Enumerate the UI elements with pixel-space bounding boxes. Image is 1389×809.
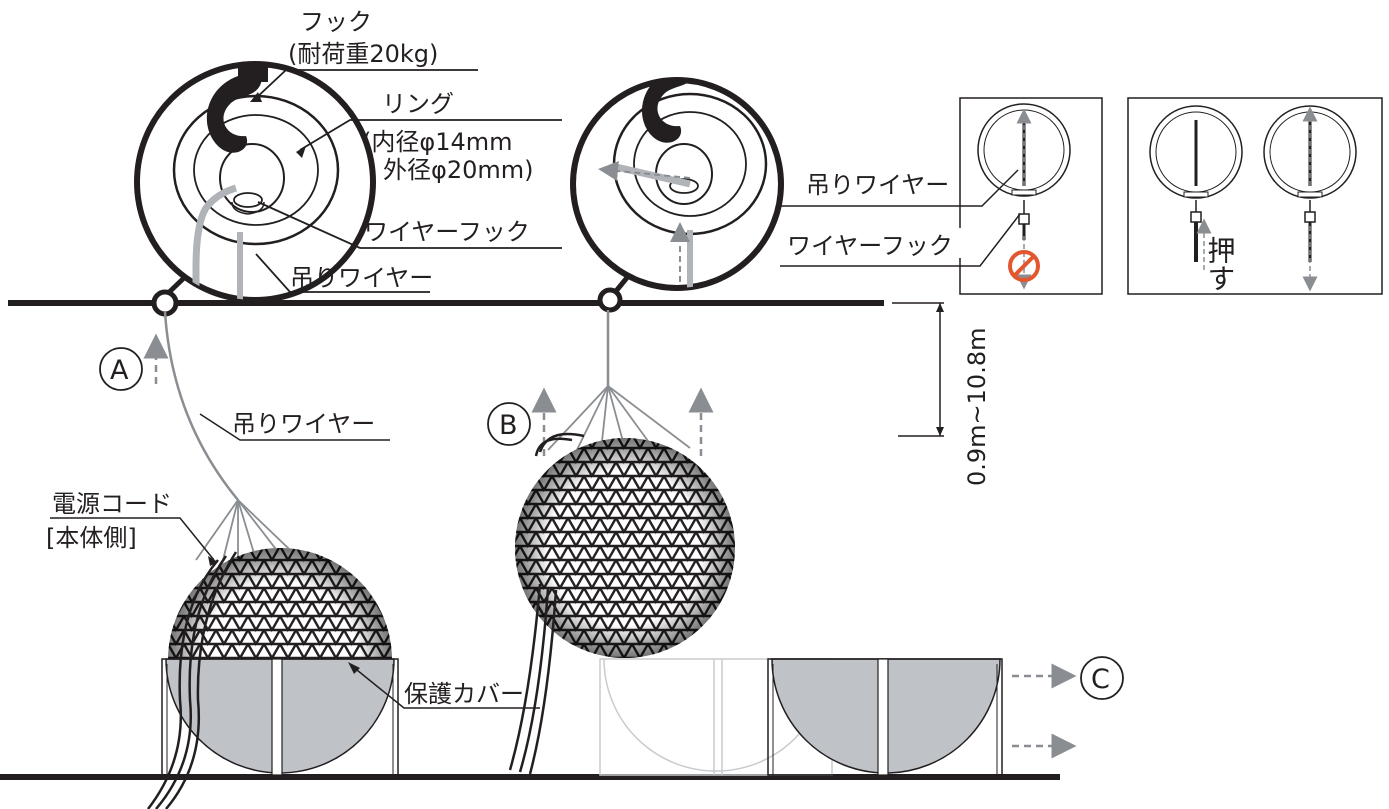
inset-wire-label: 吊りワイヤー xyxy=(806,171,949,199)
inset-prohibited: 吊りワイヤー ワイヤーフック xyxy=(780,97,1103,295)
power-cord-b xyxy=(508,432,585,775)
step-b-label: B xyxy=(499,410,518,441)
ring-a-connector xyxy=(151,289,179,317)
ring-b-connector xyxy=(597,287,623,313)
detail-1-leaders xyxy=(253,69,562,293)
detail-circle-hook-ring xyxy=(134,61,376,317)
step-c-label: C xyxy=(1091,664,1110,695)
step-a-marker: A xyxy=(99,333,169,391)
hanging-wire-a xyxy=(163,311,239,501)
wire-hook-detail xyxy=(233,192,263,208)
no-entry-circle-icon xyxy=(1008,250,1040,282)
protective-cover-label: 保護カバー xyxy=(404,680,524,708)
step-a-label: A xyxy=(110,355,129,386)
protective-cover-c xyxy=(767,658,1003,776)
hanging-wire-a-label: 吊りワイヤー xyxy=(232,410,375,438)
height-dimension xyxy=(892,302,944,437)
push-label: 押す xyxy=(1204,236,1237,292)
wire-hook-label: ワイヤーフック xyxy=(364,218,530,246)
inset-push-release: 押す xyxy=(1127,97,1383,295)
hook-load-label: (耐荷重20kg) xyxy=(288,40,438,68)
height-range-label: 0.9m~10.8m xyxy=(963,328,991,486)
ring-inner-label: (内径φ14mm xyxy=(362,128,513,156)
ring-label: リング xyxy=(382,90,454,118)
step-c-marker: C xyxy=(1012,656,1124,759)
power-cord-a xyxy=(147,551,238,809)
light-sphere-b xyxy=(515,438,735,658)
hook-label: フック xyxy=(300,8,372,36)
ring-outer-label: 外径φ20mm) xyxy=(383,156,534,184)
step-b-marker: B xyxy=(487,387,714,456)
power-cord-side-label: [本体側] xyxy=(46,524,137,552)
protective-cover-a xyxy=(161,658,399,776)
hanging-wire-label: 吊りワイヤー xyxy=(290,264,433,292)
inset-wire-hook-label: ワイヤーフック xyxy=(787,232,953,260)
power-cord-label: 電源コード xyxy=(52,490,172,518)
detail-circle-wire-release xyxy=(570,77,784,313)
hook-icon xyxy=(206,76,262,153)
